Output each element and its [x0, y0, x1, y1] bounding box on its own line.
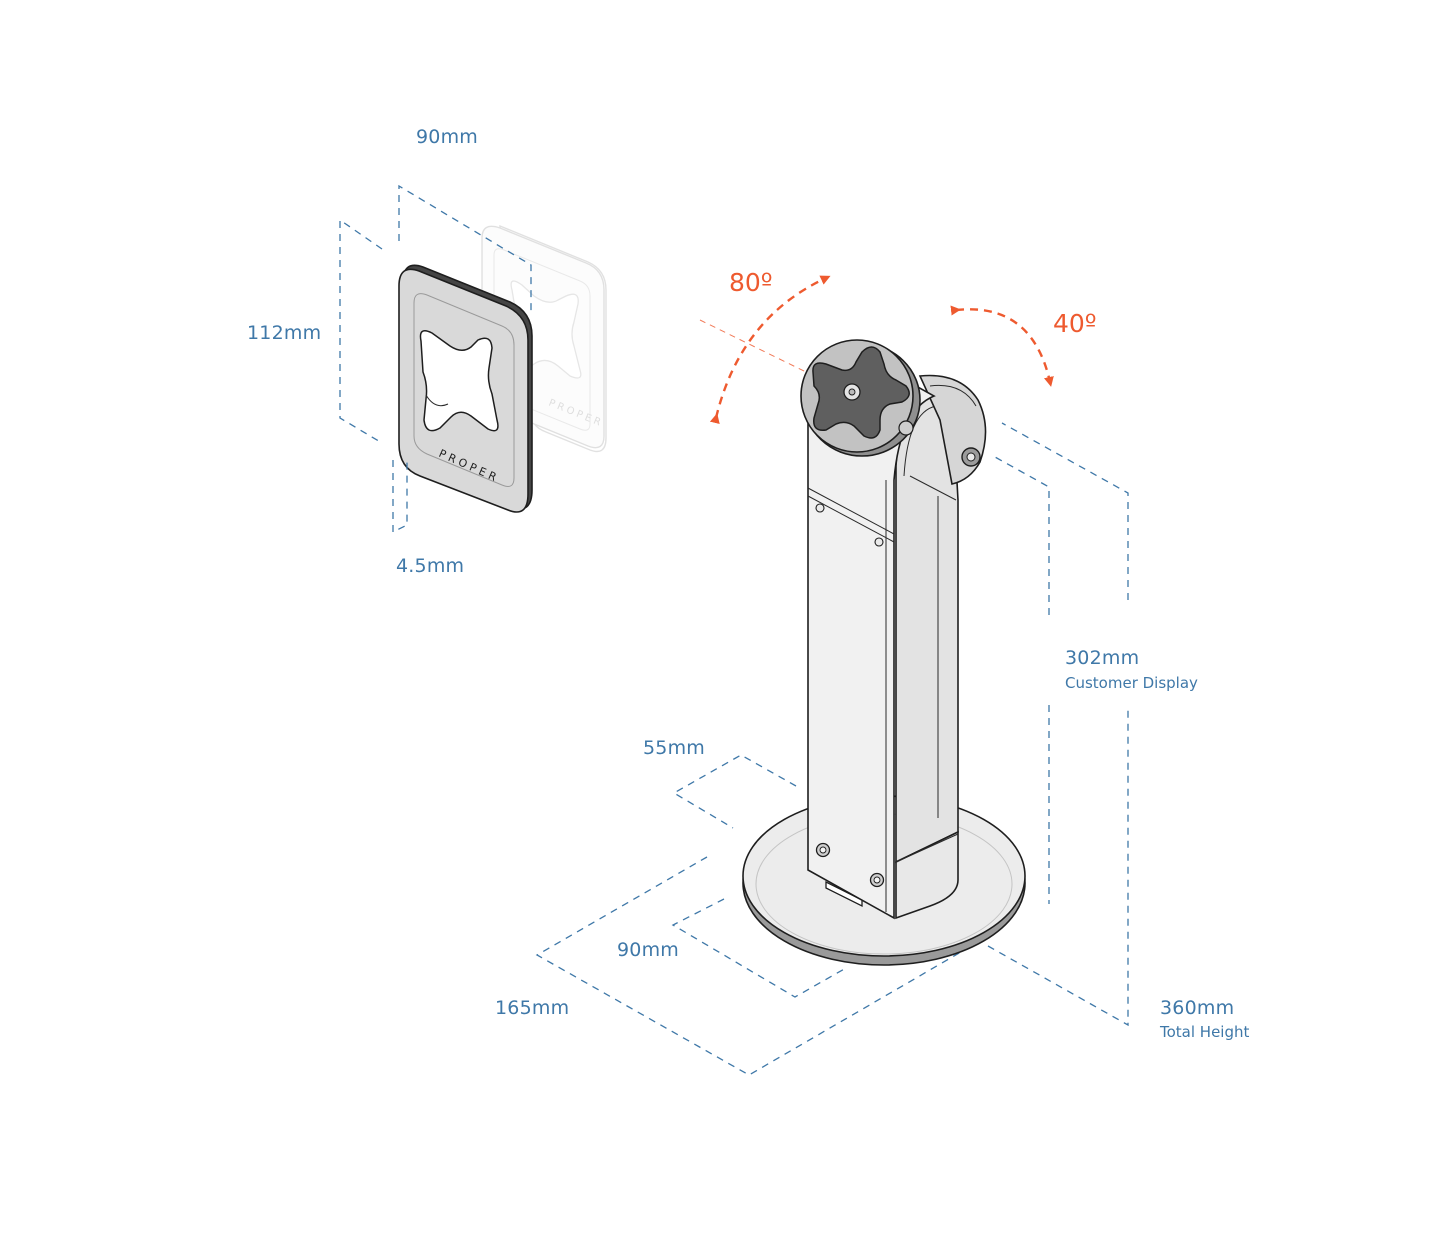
swivel-angle-label: 40º: [1053, 309, 1097, 338]
base-width-label: 90mm: [617, 939, 679, 961]
tilt-angle-label: 80º: [729, 268, 773, 297]
base-dimension-lines: [535, 422, 1129, 1076]
rear-pivot: [918, 374, 987, 485]
base-diameter-label: 165mm: [495, 997, 570, 1019]
total-height-caption: Total Height: [1160, 1023, 1250, 1041]
plate-height-label: 112mm: [247, 322, 322, 344]
front-plate: PROPER: [398, 264, 533, 513]
base-depth-small-label: 55mm: [643, 737, 705, 759]
total-height-label: 360mm: [1160, 997, 1235, 1019]
plate-thickness-label: 4.5mm: [396, 555, 465, 577]
swivel-arrow-icon: [950, 305, 1054, 387]
display-height-caption: Customer Display: [1065, 674, 1198, 692]
rear-column: [895, 395, 959, 920]
display-height-label: 302mm: [1065, 647, 1140, 669]
mount-cross: [812, 346, 910, 439]
tilt-axis-line: [699, 319, 807, 373]
plate-width-label: 90mm: [416, 126, 478, 148]
plate-dimension-lines: [339, 184, 532, 534]
mounting-plate-group: PROPER PROPER: [339, 184, 607, 534]
stand-group: [535, 319, 1129, 1076]
